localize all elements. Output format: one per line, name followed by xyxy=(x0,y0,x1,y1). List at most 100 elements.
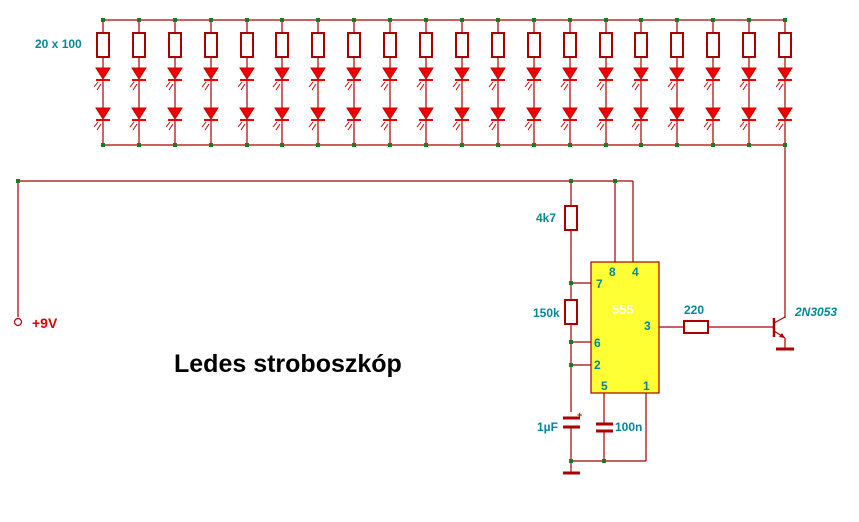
led-6-upper-ray-1 xyxy=(272,81,278,88)
led-column-15-bottom-node xyxy=(604,143,608,147)
led-2-lower xyxy=(131,107,147,120)
led-15-upper xyxy=(598,67,614,80)
led-column-6 xyxy=(272,18,290,147)
led-column-11-bottom-node xyxy=(460,143,464,147)
led-7-upper-ray-2 xyxy=(311,83,317,91)
timing-network xyxy=(563,180,647,475)
led-5-lower-ray-1 xyxy=(237,121,243,128)
led-column-4-top-node xyxy=(209,18,213,22)
led-12-upper xyxy=(490,67,506,80)
transistor-label: 2N3053 xyxy=(794,305,837,319)
led-18-lower-ray-2 xyxy=(706,123,712,131)
led-15-lower-ray-2 xyxy=(599,123,605,131)
led-7-lower-ray-2 xyxy=(311,123,317,131)
led-column-9-bottom-node xyxy=(388,143,392,147)
led-16-upper-ray-2 xyxy=(634,83,640,91)
led-11-upper-ray-1 xyxy=(452,81,458,88)
led-column-13 xyxy=(524,18,542,147)
led-column-15 xyxy=(596,18,614,147)
led-column-10-bottom-node xyxy=(424,143,428,147)
led-column-14-bottom-node xyxy=(568,143,572,147)
led-8-upper-ray-2 xyxy=(347,83,353,91)
led-20-upper-ray-1 xyxy=(775,81,781,88)
led-column-16-resistor xyxy=(634,32,648,58)
led-13-lower-ray-1 xyxy=(524,121,530,128)
led-column-7-resistor xyxy=(311,32,325,58)
led-column-6-resistor xyxy=(275,32,289,58)
led-5-upper-ray-2 xyxy=(240,83,246,91)
led-11-lower xyxy=(454,107,470,120)
led-2-upper-ray-1 xyxy=(129,81,135,88)
led-17-lower xyxy=(669,107,685,120)
led-column-10 xyxy=(416,18,434,147)
led-8-upper-ray-1 xyxy=(344,81,350,88)
junction-nodes xyxy=(16,143,787,463)
led-column-4 xyxy=(201,18,219,147)
led-column-8-top-node xyxy=(352,18,356,22)
led-column-20-resistor xyxy=(778,32,792,58)
led-1-lower-ray-1 xyxy=(93,121,99,128)
r-mid-label: 150k xyxy=(533,306,560,320)
pin-6-label: 6 xyxy=(594,336,601,350)
led-column-7-bottom-node xyxy=(316,143,320,147)
led-column-2-top-node xyxy=(137,18,141,22)
led-19-upper-ray-2 xyxy=(742,83,748,91)
led-11-lower-ray-1 xyxy=(452,121,458,128)
led-column-19-resistor xyxy=(742,32,756,58)
led-column-4-resistor xyxy=(204,32,218,58)
led-column-1 xyxy=(93,18,111,147)
supply-terminal xyxy=(13,317,23,327)
led-6-lower-ray-1 xyxy=(272,121,278,128)
resistor-4k7 xyxy=(564,205,578,231)
led-4-upper xyxy=(203,67,219,80)
led-15-upper-ray-1 xyxy=(596,81,602,88)
led-column-13-resistor xyxy=(527,32,541,58)
led-10-lower-ray-2 xyxy=(419,123,425,131)
led-9-upper-ray-2 xyxy=(383,83,389,91)
led-17-lower-ray-1 xyxy=(667,121,673,128)
led-13-lower-ray-2 xyxy=(527,123,533,131)
led-column-11-top-node xyxy=(460,18,464,22)
led-column-5-resistor xyxy=(240,32,254,58)
led-6-upper-ray-2 xyxy=(275,83,281,91)
led-column-15-resistor xyxy=(599,32,613,58)
led-3-lower-ray-1 xyxy=(165,121,171,128)
led-column-9-top-node xyxy=(388,18,392,22)
led-column-18-resistor xyxy=(706,32,720,58)
led-column-8-resistor xyxy=(347,32,361,58)
led-column-8 xyxy=(344,18,362,147)
led-column-7-top-node xyxy=(316,18,320,22)
led-20-lower-ray-1 xyxy=(775,121,781,128)
led-column-18 xyxy=(703,18,721,147)
led-14-lower xyxy=(562,107,578,120)
led-9-upper-ray-1 xyxy=(380,81,386,88)
led-column-16 xyxy=(631,18,649,147)
led-2-lower-ray-2 xyxy=(132,123,138,131)
led-column-1-bottom-node xyxy=(101,143,105,147)
led-3-lower-ray-2 xyxy=(168,123,174,131)
led-column-6-top-node xyxy=(280,18,284,22)
led-4-upper-ray-1 xyxy=(201,81,207,88)
led-column-10-top-node xyxy=(424,18,428,22)
led-column-7 xyxy=(308,18,326,147)
led-15-lower-ray-1 xyxy=(596,121,602,128)
led-16-upper-ray-1 xyxy=(631,81,637,88)
led-column-15-top-node xyxy=(604,18,608,22)
led-17-upper-ray-2 xyxy=(670,83,676,91)
led-4-lower xyxy=(203,107,219,120)
led-1-upper xyxy=(95,67,111,80)
led-17-upper-ray-1 xyxy=(667,81,673,88)
led-2-lower-ray-1 xyxy=(129,121,135,128)
led-17-lower-ray-2 xyxy=(670,123,676,131)
led-column-17-bottom-node xyxy=(675,143,679,147)
led-column-2 xyxy=(129,18,147,147)
c-timing-label: 1µF xyxy=(537,420,558,434)
led-column-3-top-node xyxy=(173,18,177,22)
led-column-5-top-node xyxy=(245,18,249,22)
transistor-emitter-arrow xyxy=(779,333,785,338)
led-5-upper-ray-1 xyxy=(237,81,243,88)
led-1-upper-ray-2 xyxy=(96,83,102,91)
resistor-220 xyxy=(683,320,709,334)
pin-2-label: 2 xyxy=(594,358,601,372)
led-11-lower-ray-2 xyxy=(455,123,461,131)
